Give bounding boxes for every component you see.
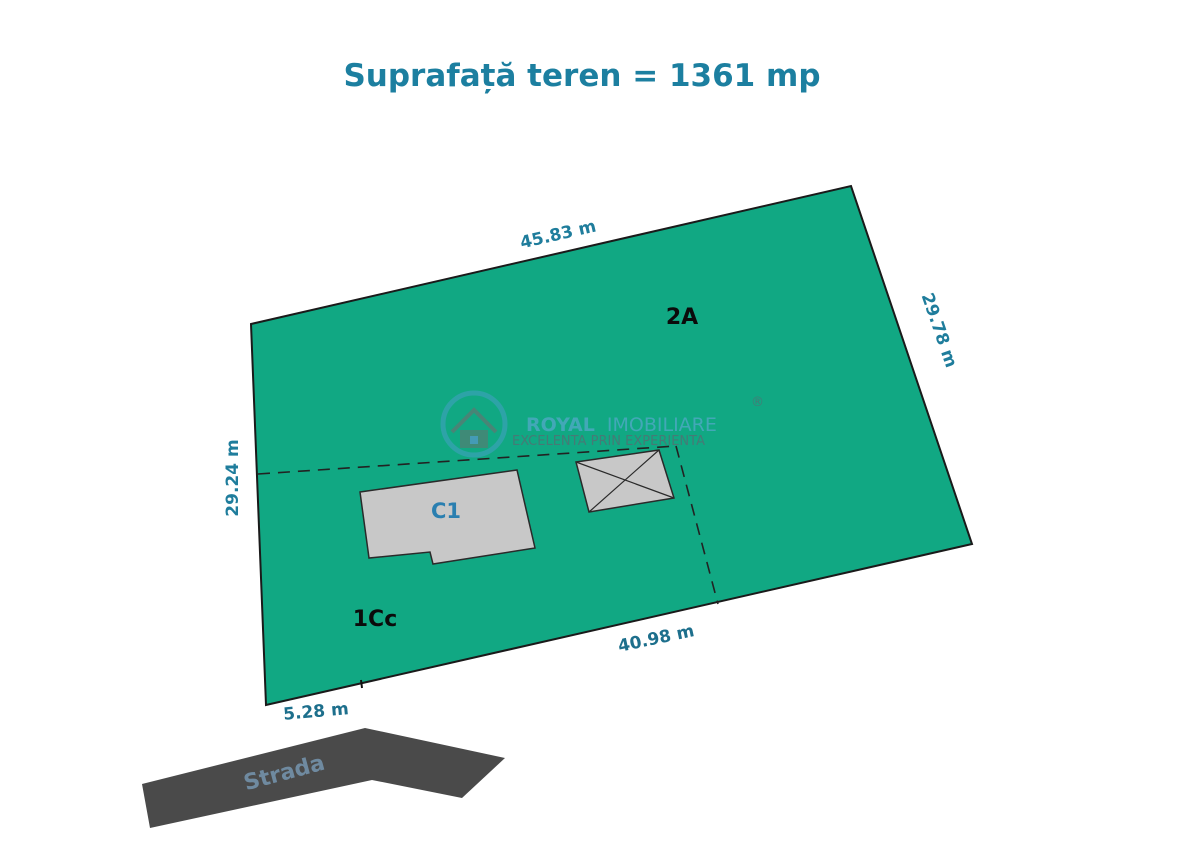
crossed-rectangle-icon [575,449,675,513]
svg-text:ROYAL IMOBILIARE: ROYAL IMOBILIARE [526,414,717,436]
dimension-bottom: 40.98 m [616,621,696,657]
zone-label-1cc: 1Cc [353,607,398,632]
watermark: ROYAL IMOBILIARE ® EXCELENTA PRIN EXPERI… [440,390,764,458]
street-shape [142,728,505,828]
division-line-vertical [675,445,719,605]
zone-label-2a: 2A [666,305,698,330]
house-logo-icon [440,390,508,458]
watermark-brand-royal: ROYAL [526,414,595,436]
frontage-tick [360,679,363,689]
watermark-registered: ® [751,395,764,410]
watermark-tagline: EXCELENTA PRIN EXPERIENTA [512,434,705,449]
dimension-right: 29.78 m [917,291,961,371]
land-plot [249,184,974,707]
building-c1 [359,469,536,565]
plot-area-title: Suprafață teren = 1361 mp [343,58,820,94]
dimension-left: 29.24 m [223,439,243,516]
division-line-horizontal [257,445,677,475]
watermark-brand-rest: IMOBILIARE [607,414,717,436]
building-c1-label: C1 [431,499,461,523]
dimension-bottom-left: 5.28 m [282,699,349,725]
